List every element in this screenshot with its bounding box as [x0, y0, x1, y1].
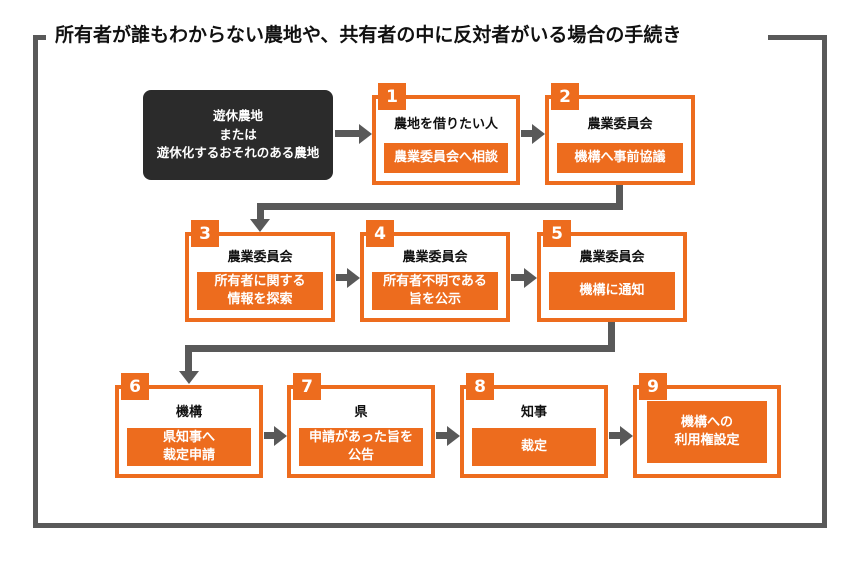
step-box-1: 1 農地を借りたい人 農業委員会へ相談: [372, 83, 520, 185]
flow-arrow-right-icon: [336, 267, 360, 288]
step-action-label: 農業委員会へ相談: [384, 143, 508, 173]
step-actor-label: 農業委員会: [227, 250, 293, 265]
step-number-badge: 4: [366, 220, 394, 247]
flow-arrow-right-icon: [264, 425, 287, 446]
connector-segment: [616, 185, 623, 210]
step-action-label: 機構への 利用権設定: [647, 400, 767, 463]
step-box-8: 8 知事 裁定: [460, 373, 608, 478]
step-action-label: 申請があった旨を 公告: [299, 428, 423, 466]
step-box-5: 5 農業委員会 機構に通知: [537, 220, 687, 322]
step-actor-label: 知事: [520, 404, 547, 420]
step-box-9: 9 機構への 利用権設定: [633, 373, 781, 478]
connector-segment: [257, 210, 264, 220]
step-number-badge: 2: [551, 83, 579, 110]
flow-arrow-right-icon: [511, 267, 537, 288]
step-number-badge: 9: [639, 373, 667, 400]
step-number-badge: 1: [378, 83, 406, 110]
start-node: 遊休農地 または 遊休化するおそれのある農地: [143, 90, 333, 180]
flow-arrow-down-icon: [250, 219, 270, 232]
step-number-badge: 7: [293, 373, 321, 400]
title-background-patch: [46, 30, 768, 44]
step-number-badge: 5: [543, 220, 571, 247]
step-box-3: 3 農業委員会 所有者に関する 情報を探索: [185, 220, 335, 322]
step-actor-label: 農業委員会: [402, 250, 468, 265]
start-node-label: 遊休農地 または 遊休化するおそれのある農地: [156, 107, 320, 161]
flow-arrow-right-icon: [609, 425, 633, 446]
step-number-badge: 3: [191, 220, 219, 247]
step-box-4: 4 農業委員会 所有者不明である 旨を公示: [360, 220, 510, 322]
step-action-label: 所有者に関する 情報を探索: [197, 272, 323, 310]
step-action-label: 機構に通知: [549, 272, 675, 310]
step-box-7: 7 県 申請があった旨を 公告: [287, 373, 435, 478]
flow-arrow-right-icon: [521, 123, 545, 144]
flow-arrow-right-icon: [436, 425, 460, 446]
step-number-badge: 8: [466, 373, 494, 400]
flow-arrow-down-icon: [179, 371, 199, 384]
step-actor-label: 農業委員会: [579, 250, 645, 265]
step-actor-label: 機構: [175, 404, 202, 420]
connector-segment: [257, 203, 623, 210]
step-action-label: 機構へ事前協議: [557, 143, 683, 173]
step-box-6: 6 機構 県知事へ 裁定申請: [115, 373, 263, 478]
connector-segment: [185, 352, 192, 372]
connector-segment: [608, 322, 615, 352]
step-action-label: 裁定: [472, 428, 596, 466]
step-number-badge: 6: [121, 373, 149, 400]
step-actor-label: 県: [354, 404, 368, 420]
flow-arrow-right-icon: [335, 123, 372, 144]
step-box-2: 2 農業委員会 機構へ事前協議: [545, 83, 695, 185]
step-action-label: 県知事へ 裁定申請: [127, 428, 251, 466]
step-actor-label: 農地を借りたい人: [393, 117, 498, 132]
page-title: 所有者が誰もわからない農地や、共有者の中に反対者がいる場合の手続き: [55, 24, 682, 46]
step-actor-label: 農業委員会: [587, 117, 653, 132]
connector-segment: [185, 345, 615, 352]
step-action-label: 所有者不明である 旨を公示: [372, 272, 498, 310]
